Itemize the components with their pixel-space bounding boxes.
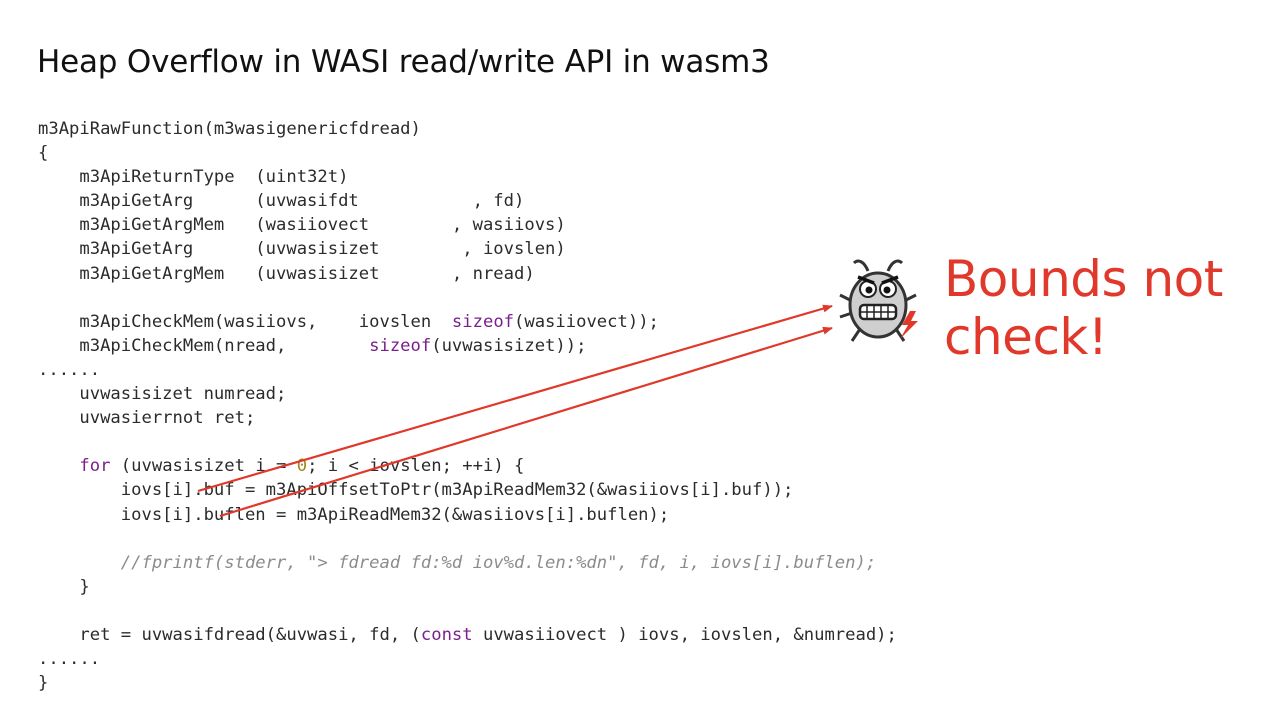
code-token: m3ApiCheckMem(nread,	[38, 335, 370, 356]
code-line: //fprintf(stderr, "> fdread fd:%d iov%d.…	[38, 551, 897, 575]
code-token: }	[38, 673, 49, 694]
code-line: m3ApiGetArgMem (uvwasisizet , nread)	[38, 262, 897, 286]
code-token: sizeof	[369, 335, 432, 356]
callout-line-1: Bounds not	[944, 250, 1223, 308]
code-token: m3ApiReturnType (uint32t)	[38, 167, 349, 188]
code-line: m3ApiCheckMem(nread, sizeof(uvwasisizet)…	[38, 334, 897, 358]
code-token: ; i < iovslen; ++i) {	[307, 456, 525, 477]
code-token: ......	[38, 359, 101, 380]
code-line: m3ApiReturnType (uint32t)	[38, 165, 897, 189]
code-line: m3ApiGetArg (uvwasifdt , fd)	[38, 189, 897, 213]
code-token: 0	[296, 456, 308, 477]
code-line: ......	[38, 358, 897, 382]
code-line: ......	[38, 647, 897, 671]
code-token: ......	[38, 649, 101, 670]
code-token: iovs[i].buflen = m3ApiReadMem32(&wasiiov…	[38, 504, 670, 525]
code-block: m3ApiRawFunction(m3wasigenericfdread) { m…	[38, 117, 897, 695]
code-token: m3ApiGetArgMem (wasiiovect , wasiiovs)	[38, 215, 566, 236]
callout-line-2: check!	[944, 308, 1108, 366]
code-token: m3ApiRawFunction(m3wasigenericfdread)	[38, 119, 421, 139]
code-line: }	[38, 575, 897, 599]
bounds-callout: Bounds not check!	[944, 250, 1223, 366]
code-line: iovs[i].buflen = m3ApiReadMem32(&wasiiov…	[38, 503, 897, 527]
code-token: m3ApiCheckMem(wasiiovs, iovslen	[38, 311, 452, 332]
code-token: //fprintf(stderr, "> fdread fd:%d iov%d.…	[38, 552, 877, 573]
code-token: uvwasisizet numread;	[38, 384, 287, 405]
code-line: m3ApiGetArgMem (wasiiovect , wasiiovs)	[38, 213, 897, 237]
code-token: {	[38, 143, 49, 164]
code-token: (wasiiovect));	[514, 311, 659, 332]
code-line: m3ApiGetArg (uvwasisizet , iovslen)	[38, 237, 897, 261]
slide-title: Heap Overflow in WASI read/write API in …	[37, 44, 770, 80]
arrow-buflen	[219, 326, 833, 518]
code-token: for	[79, 456, 111, 477]
code-line: m3ApiRawFunction(m3wasigenericfdread)	[38, 117, 897, 141]
code-token: uvwasierrnot ret;	[38, 408, 256, 429]
code-token: m3ApiGetArgMem (uvwasisizet , nread)	[38, 263, 535, 284]
arrow-buf	[197, 304, 833, 493]
code-token: m3ApiGetArg (uvwasifdt , fd)	[38, 191, 525, 212]
code-token: iovs[i].buf = m3ApiOffsetToPtr(m3ApiRead…	[38, 480, 794, 501]
angry-bug-icon	[839, 259, 918, 342]
code-line: uvwasisizet numread;	[38, 382, 897, 406]
code-token: m3ApiGetArg (uvwasisizet , iovslen)	[38, 239, 566, 260]
code-line: {	[38, 141, 897, 165]
code-line: iovs[i].buf = m3ApiOffsetToPtr(m3ApiRead…	[38, 478, 897, 502]
code-token: }	[38, 576, 90, 597]
code-token: ret = uvwasifdread(&uvwasi, fd, (	[38, 624, 421, 645]
code-line: m3ApiCheckMem(wasiiovs, iovslen sizeof(w…	[38, 310, 897, 334]
code-line: }	[38, 671, 897, 695]
code-token: uvwasiiovect ) iovs, iovslen, &numread);	[472, 624, 897, 645]
code-token: sizeof	[451, 311, 515, 332]
code-token: (uvwasisizet));	[431, 335, 587, 356]
code-line: uvwasierrnot ret;	[38, 406, 897, 430]
code-line: ret = uvwasifdread(&uvwasi, fd, (const u…	[38, 623, 897, 647]
code-token: const	[420, 624, 473, 645]
